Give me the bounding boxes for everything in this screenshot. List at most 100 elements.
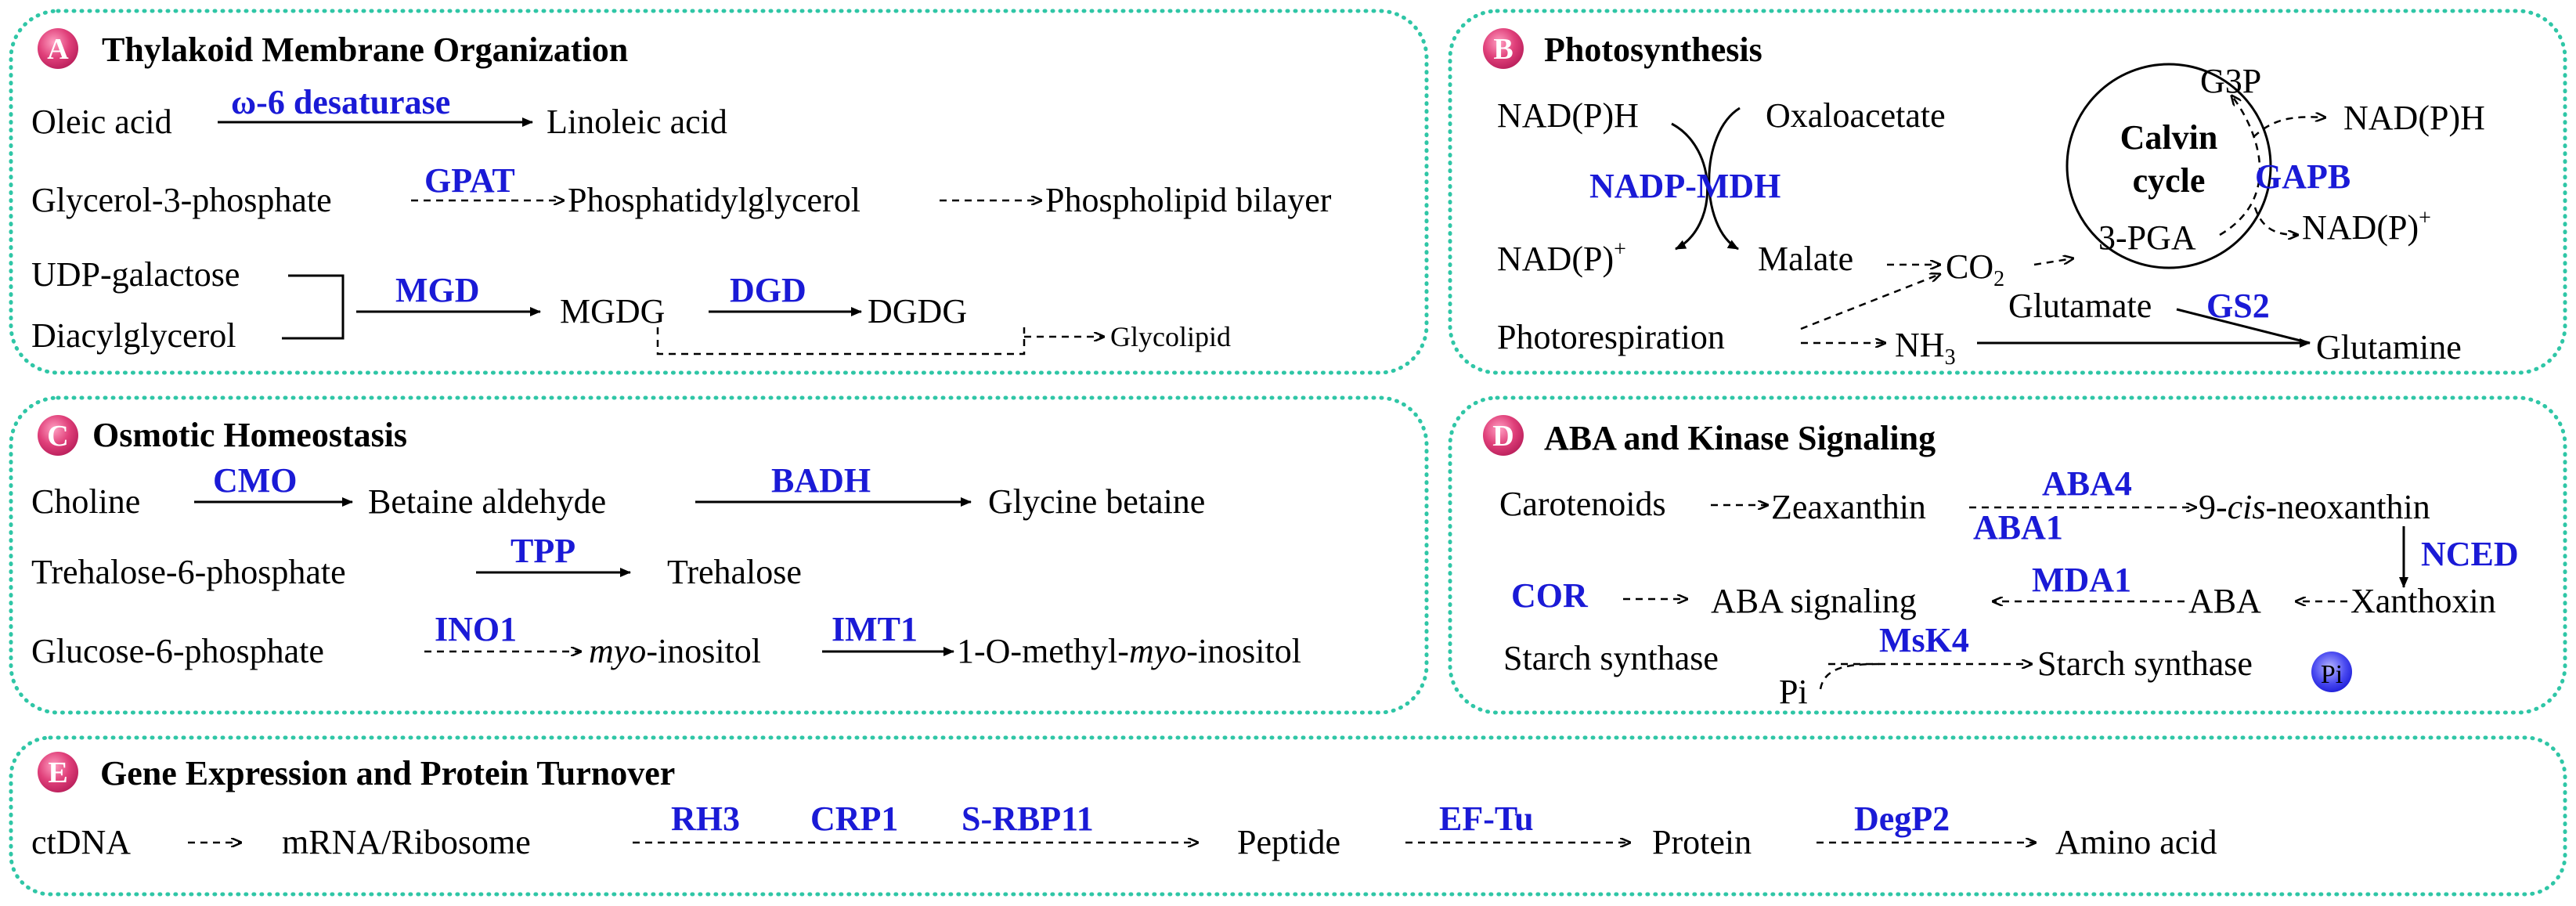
enzyme-nced: NCED <box>2421 535 2519 573</box>
node-glycine-betaine: Glycine betaine <box>988 482 1205 521</box>
panel-c-title: Osmotic Homeostasis <box>92 416 407 454</box>
node-3-pga: 3-PGA <box>2098 218 2196 257</box>
node-mgdg: MGDG <box>560 292 665 330</box>
node-protein: Protein <box>1652 823 1752 861</box>
node-amino-acid: Amino acid <box>2055 823 2217 861</box>
node-oleic-acid: Oleic acid <box>31 103 172 141</box>
node-dgdg: DGDG <box>868 292 967 330</box>
enzyme-nadp-mdh: NADP-MDH <box>1589 167 1780 205</box>
node-neoxanthin: 9-cis-neoxanthin <box>2199 488 2430 526</box>
calvin-cycle-circle <box>2065 63 2272 269</box>
node-xanthoxin: Xanthoxin <box>2351 582 2496 620</box>
node-methyl-inositol: 1-O-methyl-myo-inositol <box>957 632 1301 670</box>
arc-nadph-nadp <box>1671 122 1709 251</box>
enzyme-ef-tu: EF-Tu <box>1439 800 1534 838</box>
enzyme-s-rbp11: S-RBP11 <box>961 800 1094 838</box>
node-nadp-out: NAD(P)+ <box>1497 237 1626 278</box>
calvin-label-2: cycle <box>2133 161 2206 200</box>
node-ctdna: ctDNA <box>31 823 131 861</box>
panel-c-letter: C <box>47 420 68 453</box>
node-aba-signaling: ABA signaling <box>1711 582 1917 620</box>
node-betaine-aldehyde: Betaine aldehyde <box>368 482 606 521</box>
bracket-udp-dag <box>282 274 345 340</box>
panel-b-border <box>1448 9 2567 375</box>
enzyme-mda1: MDA1 <box>2032 561 2131 599</box>
node-malate: Malate <box>1758 240 1853 278</box>
panel-d-title: ABA and Kinase Signaling <box>1544 419 1936 457</box>
node-glycerol-3-phosphate: Glycerol-3-phosphate <box>31 181 332 219</box>
arrow-gapb-nadp <box>2253 207 2298 235</box>
panel-a-badge <box>38 28 78 69</box>
panel-a-letter: A <box>47 33 69 66</box>
enzyme-degp2: DegP2 <box>1854 800 1950 838</box>
enzyme-aba1: ABA1 <box>1973 508 2063 547</box>
node-aba: ABA <box>2188 582 2261 620</box>
panel-a: A Thylakoid Membrane Organization Oleic … <box>9 9 1429 375</box>
node-glycolipid: Glycolipid <box>1110 321 1231 352</box>
panel-b: B Photosynthesis NAD(P)H Oxaloacetate NA… <box>1448 9 2567 375</box>
node-choline: Choline <box>31 482 140 521</box>
node-glucose-6-phosphate: Glucose-6-phosphate <box>31 632 324 670</box>
arrow-pga-g3p <box>2219 96 2261 236</box>
panel-e-badge <box>38 752 78 792</box>
enzyme-crp1: CRP1 <box>810 800 898 838</box>
calvin-label-1: Calvin <box>2120 118 2218 157</box>
panel-c-badge <box>38 415 78 456</box>
node-nh3: NH3 <box>1895 326 1956 370</box>
panel-e: E Gene Expression and Protein Turnover c… <box>9 735 2567 897</box>
arrow-gapb-nadph <box>2253 117 2325 138</box>
arc-oaa-malate <box>1708 106 1741 251</box>
node-phosphatidylglycerol: Phosphatidylglycerol <box>568 181 860 219</box>
node-carotenoids: Carotenoids <box>1499 485 1666 523</box>
node-trehalose-6-phosphate: Trehalose-6-phosphate <box>31 553 346 591</box>
node-diacylglycerol: Diacylglycerol <box>31 316 236 355</box>
node-oxaloacetate: Oxaloacetate <box>1766 96 1946 135</box>
node-nadph-in: NAD(P)H <box>1497 96 1639 135</box>
enzyme-badh: BADH <box>771 461 871 500</box>
panel-c-border <box>9 395 1429 715</box>
node-trehalose: Trehalose <box>667 553 802 591</box>
enzyme-gapb: GAPB <box>2255 157 2351 196</box>
node-co2: CO2 <box>1946 247 2004 291</box>
panel-e-title: Gene Expression and Protein Turnover <box>100 754 675 792</box>
enzyme-imt1: IMT1 <box>832 610 918 648</box>
arrow-glutamate-join <box>2176 308 2311 345</box>
enzyme-tpp: TPP <box>511 532 575 570</box>
node-peptide: Peptide <box>1237 823 1340 861</box>
panel-e-border <box>9 735 2567 897</box>
enzyme-gpat: GPAT <box>424 161 515 200</box>
panel-e-letter: E <box>48 756 67 789</box>
panel-a-title: Thylakoid Membrane Organization <box>102 31 628 69</box>
phosphate-badge <box>2311 652 2352 692</box>
arrow-co2-calvin <box>2033 258 2073 266</box>
node-nadph-out: NAD(P)H <box>2343 99 2485 137</box>
node-cor: COR <box>1511 576 1589 615</box>
enzyme-rh3: RH3 <box>671 800 740 838</box>
enzyme-cmo: CMO <box>213 461 298 500</box>
node-mrna-ribosome: mRNA/Ribosome <box>282 823 531 861</box>
panel-d-letter: D <box>1492 420 1513 453</box>
node-starch-synthase-1: Starch synthase <box>1503 639 1719 677</box>
node-phospholipid-bilayer: Phospholipid bilayer <box>1045 181 1332 219</box>
panel-d-badge <box>1483 415 1524 456</box>
arrow-photoresp-co2 <box>1800 274 1940 330</box>
enzyme-msk4: MsK4 <box>1879 621 1969 659</box>
node-g3p: G3P <box>2200 62 2261 100</box>
panel-b-title: Photosynthesis <box>1544 31 1762 69</box>
node-starch-synthase-2: Starch synthase <box>2037 644 2253 683</box>
node-myo-inositol: myo-inositol <box>589 632 761 670</box>
bracket-mgdg-dgdg <box>656 327 1026 356</box>
phosphate-badge-label: Pi <box>2321 660 2343 689</box>
node-photorespiration: Photorespiration <box>1497 318 1725 356</box>
enzyme-w6-desaturase: ω-6 desaturase <box>231 83 450 121</box>
panel-a-border <box>9 9 1429 375</box>
node-linoleic-acid: Linoleic acid <box>547 103 727 141</box>
arrow-pi-join <box>1819 662 1880 690</box>
panel-b-badge <box>1483 28 1524 69</box>
enzyme-aba4: ABA4 <box>2042 464 2132 503</box>
node-pi: Pi <box>1779 673 1808 711</box>
panel-d: D ABA and Kinase Signaling Carotenoids Z… <box>1448 395 2567 715</box>
enzyme-mgd: MGD <box>395 271 480 309</box>
enzyme-dgd: DGD <box>730 271 806 309</box>
